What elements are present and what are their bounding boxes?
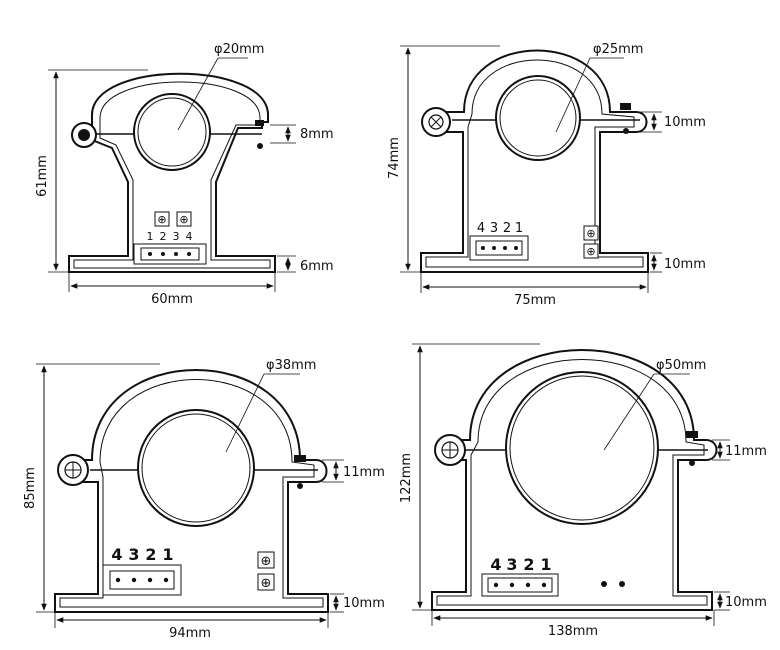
sensor-a-height-label: 61mm [35,155,50,197]
sensor-b-base-label: 10mm [664,257,706,272]
sensor-a: ⊕ ⊕ 1 2 3 4 61mm 60mm φ20mm 8mm [35,42,334,307]
sensor-d-indicator-dot [619,581,625,587]
sensor-d-base-label: 10mm [725,595,767,610]
sensor-b-diameter-label: φ25mm [593,42,643,57]
sensor-b-width-label: 75mm [514,293,556,308]
sensor-a-terminal-block: ⊕ ⊕ [154,211,192,227]
sensor-c-pin-label: 2 [145,545,156,564]
sensor-a-pin-label: 2 [160,230,167,243]
sensor-d-mount-hole [434,434,466,466]
sensor-c-pin-label: 4 [111,545,122,564]
svg-text:⊕: ⊕ [586,227,595,240]
sensor-c-connector: 4 3 2 1 [102,545,182,596]
svg-text:⊕: ⊕ [261,554,272,569]
sensor-a-connector: 1 2 3 4 [133,230,207,265]
sensor-b-connector: 4 3 2 1 [469,221,529,261]
sensor-d-gap-label: 11mm [725,444,767,459]
sensor-d-pin-label: 3 [506,555,517,574]
sensor-d-height-label: 122mm [399,453,414,503]
sensor-a-pin-label: 4 [186,230,193,243]
svg-text:⊕: ⊕ [586,245,595,258]
sensor-d-latch [686,431,698,438]
sensor-a-diameter-label: φ20mm [214,42,264,57]
sensor-a-latch [255,120,264,126]
sensor-c-width-label: 94mm [169,626,211,641]
sensor-d-indicator-dot [601,581,607,587]
sensor-b: ⊕ ⊕ 4 3 2 1 74mm 75mm φ25mm 10mm [387,42,706,308]
sensor-c-latch [294,455,306,462]
sensor-b-pin-label: 1 [515,221,523,236]
sensor-a-pin-label: 1 [147,230,154,243]
sensor-c-pin-label: 1 [162,545,173,564]
sensor-d-pin-label: 4 [490,555,501,574]
sensor-d-pin-label: 1 [540,555,551,574]
sensor-b-window [495,75,581,161]
sensor-c: ⊕ ⊕ 4 3 2 1 85mm 94mm φ38mm 11mm [23,358,385,641]
svg-text:⊕: ⊕ [157,213,166,226]
sensor-a-width-label: 60mm [151,292,193,307]
sensor-b-mount-hole [421,107,451,137]
sensor-a-window [133,93,211,171]
sensor-c-window [137,409,255,527]
sensor-b-height-label: 74mm [387,137,402,179]
sensor-a-mount-hole [71,122,97,148]
sensor-d-pin-label: 2 [523,555,534,574]
sensor-b-gap-label: 10mm [664,115,706,130]
sensor-d-width-label: 138mm [548,624,598,639]
sensor-b-latch [620,103,631,110]
svg-text:⊕: ⊕ [261,576,272,591]
sensor-c-terminal-block: ⊕ ⊕ [257,551,275,591]
sensor-b-pin-label: 4 [477,221,485,236]
sensor-d-window [505,371,659,525]
sensor-c-height-label: 85mm [23,467,38,509]
sensor-c-pin-label: 3 [128,545,139,564]
sensor-c-gap-label: 11mm [343,465,385,480]
sensor-d-connector: 4 3 2 1 [481,555,559,597]
svg-text:⊕: ⊕ [179,213,188,226]
sensor-a-pin-label: 3 [173,230,180,243]
sensor-a-gap-label: 8mm [300,127,334,142]
sensor-c-diameter-label: φ38mm [266,358,316,373]
sensor-b-pin-label: 3 [490,221,498,236]
sensor-d-body [431,349,718,611]
sensor-d-diameter-label: φ50mm [656,358,706,373]
sensor-a-body [68,72,276,273]
sensor-b-terminal-block: ⊕ ⊕ [583,225,599,259]
sensor-c-base-label: 10mm [343,596,385,611]
sensor-b-pin-label: 2 [503,221,511,236]
sensor-a-base-label: 6mm [300,259,334,274]
sensor-c-mount-hole [57,454,89,486]
sensor-d: 4 3 2 1 122mm 138mm φ50mm 11mm 10mm [399,343,767,639]
